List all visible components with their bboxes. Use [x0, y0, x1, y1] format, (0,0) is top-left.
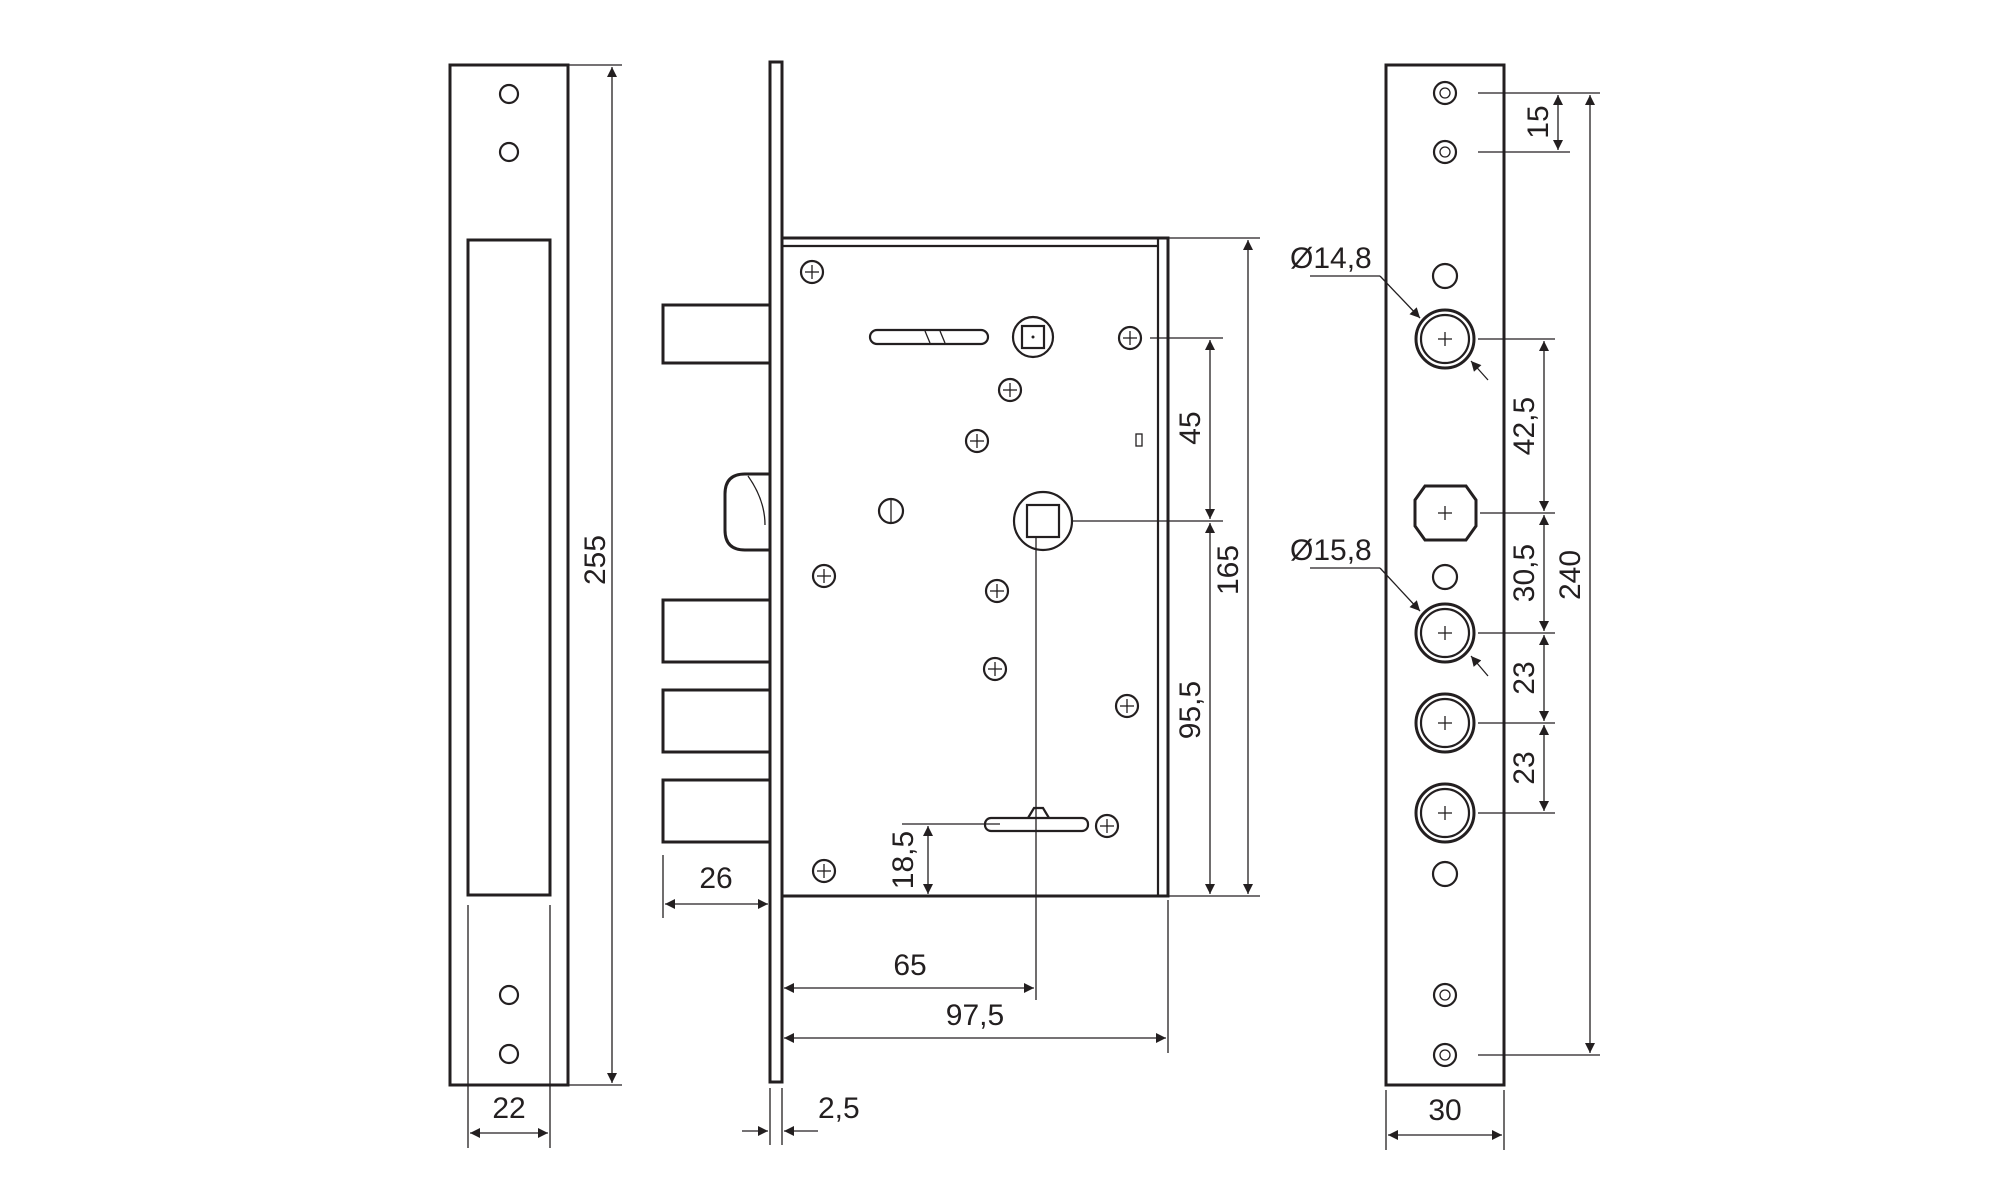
bolt-upper — [661, 303, 772, 365]
dim-label-plate-thickness: 2,5 — [818, 1092, 860, 1125]
dim-label-gap-23-b: 23 — [1508, 751, 1541, 784]
lock-case — [780, 236, 1170, 898]
strike-plate-outline — [448, 63, 570, 1087]
faceplate-bolt-1 — [1414, 602, 1476, 664]
dim-label-bolt-throw: 26 — [699, 862, 732, 895]
faceplate-latch — [1413, 484, 1478, 542]
dim-label-strike-width: 22 — [492, 1092, 525, 1125]
bolt-3 — [661, 778, 772, 844]
dim-label-bolt-diameter-top: Ø14,8 — [1290, 242, 1372, 275]
strike-hole — [498, 83, 520, 105]
dim-label-strike-height: 255 — [579, 535, 612, 585]
dim-label-gap-42-5: 42,5 — [1508, 397, 1541, 455]
dim-label-faceplate-width: 30 — [1428, 1094, 1461, 1127]
faceplate-outline — [1384, 63, 1506, 1087]
dim-label-body-height: 165 — [1212, 545, 1245, 595]
faceplate-bolt-3 — [1414, 782, 1476, 844]
latch — [723, 472, 770, 552]
dim-label-body-depth: 97,5 — [946, 999, 1004, 1032]
bolt-2 — [661, 688, 772, 754]
dim-label-key-offset: 18,5 — [887, 831, 920, 889]
bolt-1 — [661, 598, 772, 664]
faceplate: Ø14,8 Ø15,8 15 42,5 30,5 23 23 240 — [1290, 63, 1600, 1150]
lock-faceplate-edge — [768, 60, 784, 1084]
upper-spindle — [1011, 315, 1055, 359]
slot — [868, 328, 990, 346]
dim-label-bolt-diameter-lower: Ø15,8 — [1290, 534, 1372, 567]
main-spindle — [1012, 490, 1074, 552]
lock-body: 26 2,5 65 97,5 18,5 45 95,5 165 — [661, 60, 1260, 1145]
strike-plate-opening — [466, 238, 552, 897]
faceplate-bolt-2 — [1414, 692, 1476, 754]
dim-label-spindle-to-top: 45 — [1174, 411, 1207, 444]
dim-label-spindle-to-key: 95,5 — [1174, 681, 1207, 739]
faceplate-bolt-top — [1414, 308, 1476, 370]
strike-hole — [498, 141, 520, 163]
dim-label-key-to-edge: 65 — [893, 949, 926, 982]
strike-hole — [498, 984, 520, 1006]
dim-label-gap-30-5: 30,5 — [1508, 544, 1541, 602]
dim-label-gap-23-a: 23 — [1508, 661, 1541, 694]
strike-hole — [498, 1043, 520, 1065]
strike-plate: 255 22 — [448, 63, 622, 1148]
dim-label-total-length: 240 — [1554, 550, 1587, 600]
dim-label-screw-gap: 15 — [1522, 105, 1555, 138]
